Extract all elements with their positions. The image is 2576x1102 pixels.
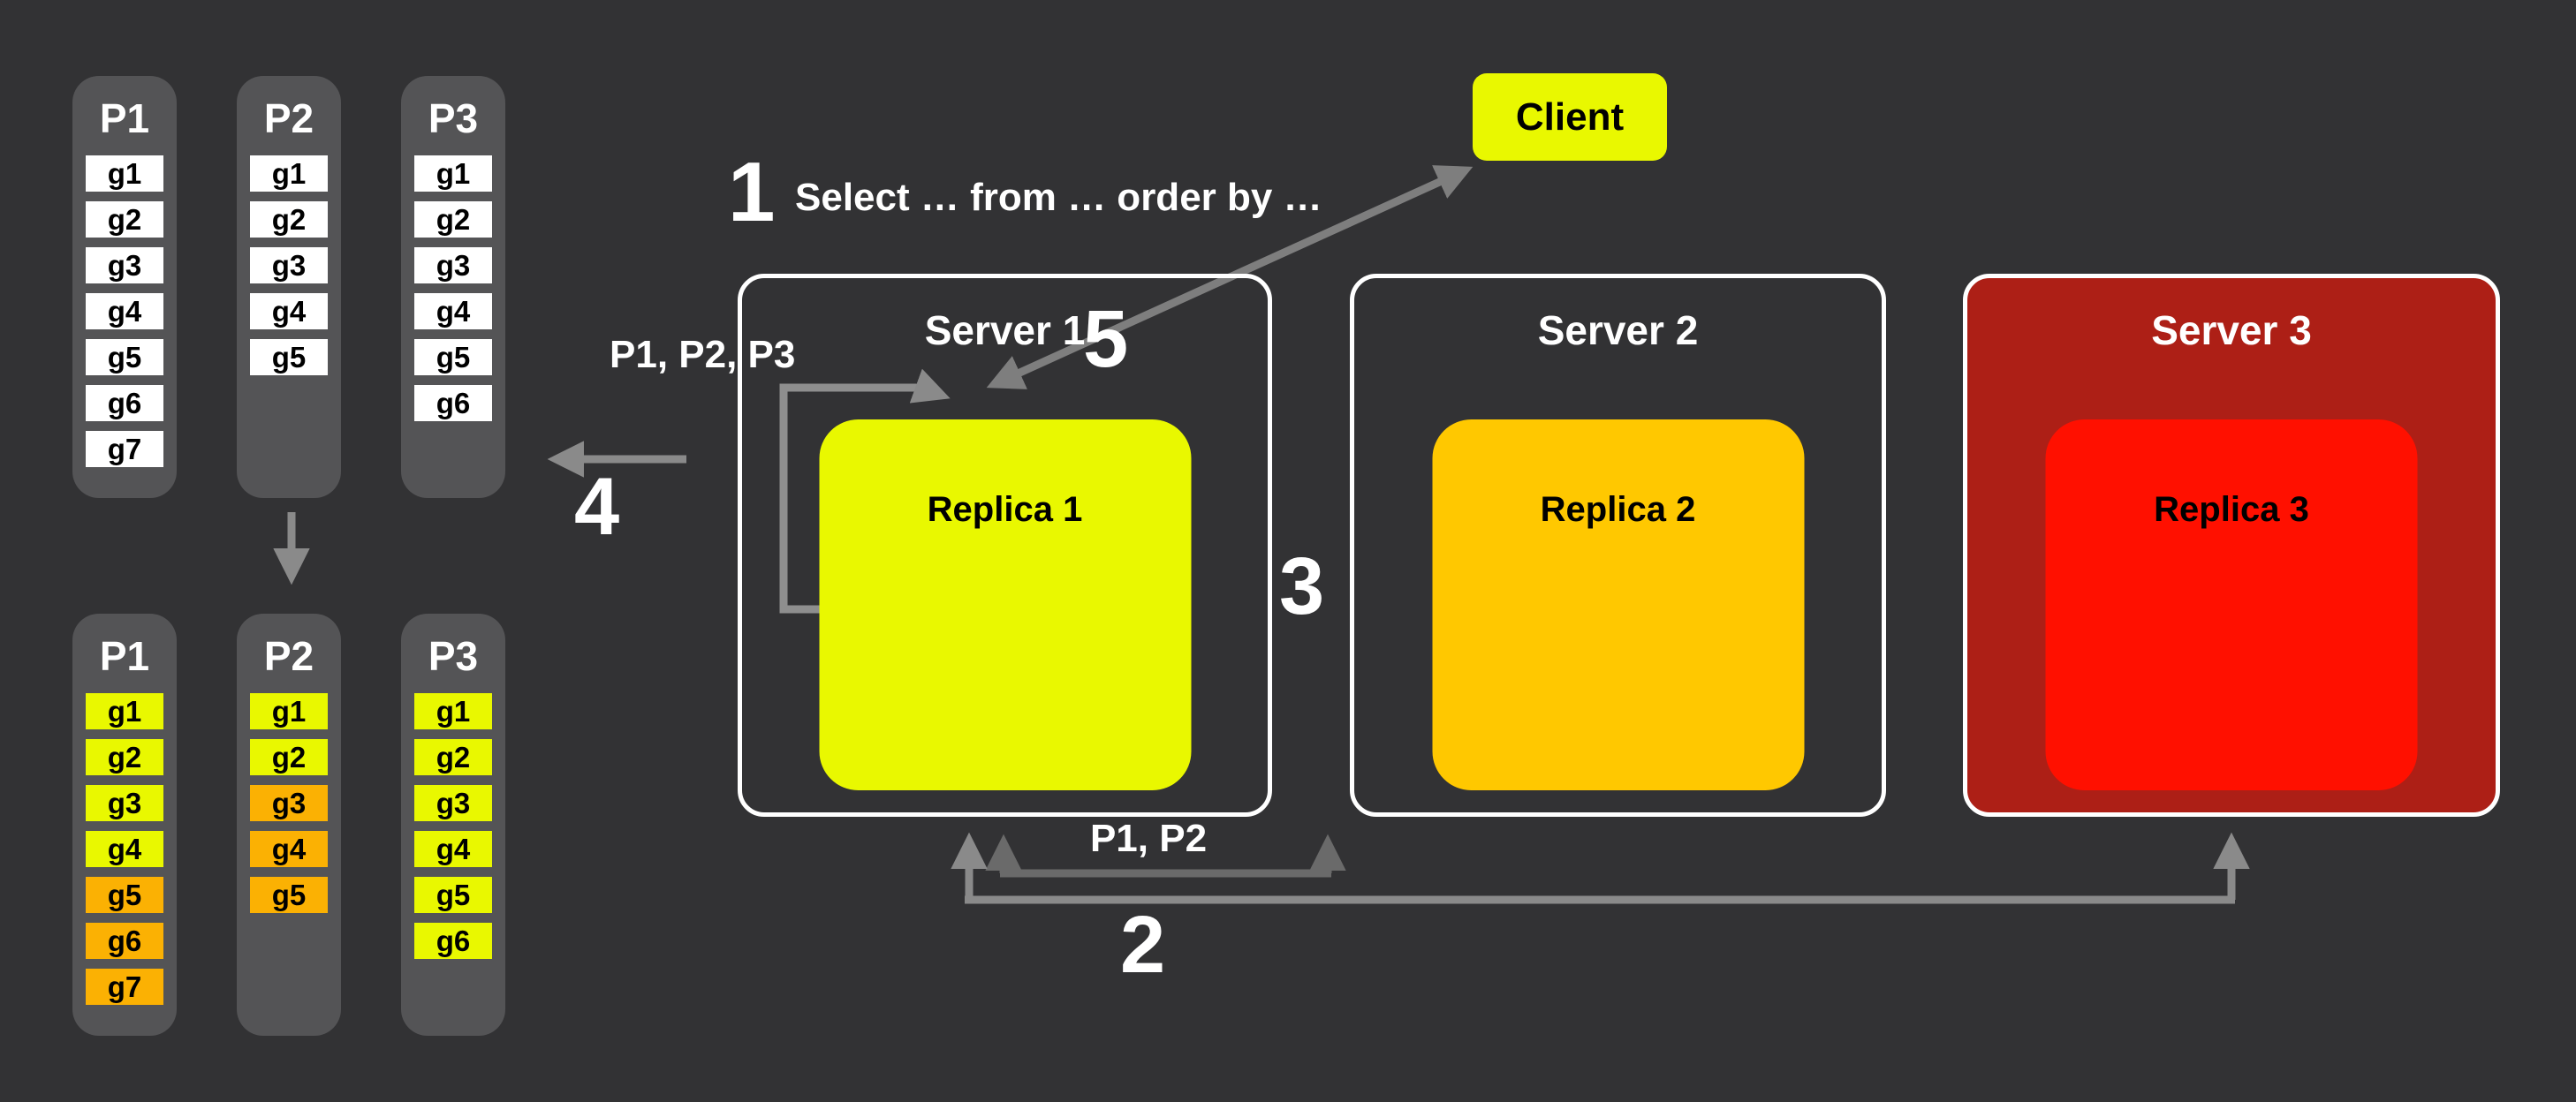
partition-cell: g6 xyxy=(86,923,163,959)
partition-cells: g1 g2 g3 g4 g5 g6 g7 xyxy=(86,155,163,467)
partition-cell: g1 xyxy=(250,155,328,192)
server-3-title: Server 3 xyxy=(2151,307,2312,353)
partition-after-p1: P1 g1 g2 g3 g4 g5 g6 g7 xyxy=(72,614,177,1036)
sync-partitions-label: P1, P2 xyxy=(1089,817,1208,860)
partition-cell: g1 xyxy=(250,693,328,729)
server-1-box: Server 1 Replica 1 xyxy=(738,274,1272,817)
partition-cell: g5 xyxy=(86,339,163,375)
partition-label: P1 xyxy=(99,95,150,141)
partition-cell: g5 xyxy=(414,339,492,375)
client-label: Client xyxy=(1515,95,1625,139)
partition-cells: g1 g2 g3 g4 g5 g6 xyxy=(414,693,492,959)
partition-cell: g2 xyxy=(414,201,492,238)
partition-label: P3 xyxy=(428,95,479,141)
partition-cell: g1 xyxy=(414,155,492,192)
route-partitions-label: P1, P2, P3 xyxy=(610,333,796,376)
partition-cell: g2 xyxy=(86,739,163,775)
partition-cell: g2 xyxy=(250,201,328,238)
partition-cell: g5 xyxy=(250,339,328,375)
partition-cell: g5 xyxy=(414,877,492,913)
step-3-number: 3 xyxy=(1279,541,1325,631)
partition-label: P1 xyxy=(99,633,150,679)
server-2-box: Server 2 Replica 2 xyxy=(1350,274,1886,817)
partition-cell: g3 xyxy=(250,247,328,283)
replica-2-box: Replica 2 xyxy=(1432,419,1804,790)
step-5-number: 5 xyxy=(1083,294,1129,384)
replica-2-label: Replica 2 xyxy=(1540,490,1696,529)
partition-cell: g4 xyxy=(414,831,492,867)
partition-cell: g3 xyxy=(86,247,163,283)
partition-cell: g1 xyxy=(86,693,163,729)
partition-cell: g4 xyxy=(250,293,328,329)
replica-3-box: Replica 3 xyxy=(2045,419,2418,790)
partition-before-p3: P3 g1 g2 g3 g4 g5 g6 xyxy=(401,76,505,498)
partition-cells: g1 g2 g3 g4 g5 g6 xyxy=(414,155,492,421)
partition-cells: g1 g2 g3 g4 g5 xyxy=(250,155,328,375)
partition-before-p1: P1 g1 g2 g3 g4 g5 g6 g7 xyxy=(72,76,177,498)
partition-cell: g2 xyxy=(250,739,328,775)
partition-cell: g5 xyxy=(250,877,328,913)
partition-cell: g1 xyxy=(414,693,492,729)
partition-cell: g4 xyxy=(250,831,328,867)
replica-1-box: Replica 1 xyxy=(819,419,1191,790)
partition-label: P2 xyxy=(263,95,314,141)
partition-cell: g6 xyxy=(414,385,492,421)
partition-cell: g2 xyxy=(86,201,163,238)
partition-after-p3: P3 g1 g2 g3 g4 g5 g6 xyxy=(401,614,505,1036)
partition-cell: g3 xyxy=(414,247,492,283)
partition-label: P2 xyxy=(263,633,314,679)
partition-cells: g1 g2 g3 g4 g5 xyxy=(250,693,328,913)
replica-1-label: Replica 1 xyxy=(927,490,1083,529)
server-3-box: Server 3 Replica 3 xyxy=(1963,274,2500,817)
partition-cell: g4 xyxy=(86,831,163,867)
partition-cell: g4 xyxy=(86,293,163,329)
partition-cells: g1 g2 g3 g4 g5 g6 g7 xyxy=(86,693,163,1005)
partition-label: P3 xyxy=(428,633,479,679)
partition-after-p2: P2 g1 g2 g3 g4 g5 xyxy=(237,614,341,1036)
server-1-title: Server 1 xyxy=(924,307,1086,353)
partition-cell: g7 xyxy=(86,431,163,467)
partition-cell: g5 xyxy=(86,877,163,913)
partition-cell: g3 xyxy=(250,785,328,821)
step-4-number: 4 xyxy=(574,462,620,552)
partition-cell: g6 xyxy=(86,385,163,421)
partition-cell: g6 xyxy=(414,923,492,959)
step-1-number: 1 xyxy=(728,145,776,239)
partition-cell: g4 xyxy=(414,293,492,329)
step-2-number: 2 xyxy=(1120,900,1166,990)
server-2-title: Server 2 xyxy=(1537,307,1699,353)
partition-cell: g7 xyxy=(86,969,163,1005)
partition-cell: g2 xyxy=(414,739,492,775)
query-text: Select … from … order by … xyxy=(795,176,1322,219)
partition-before-p2: P2 g1 g2 g3 g4 g5 xyxy=(237,76,341,498)
replica-3-label: Replica 3 xyxy=(2154,490,2309,529)
partition-cell: g3 xyxy=(86,785,163,821)
partition-cell: g3 xyxy=(414,785,492,821)
partition-cell: g1 xyxy=(86,155,163,192)
client-box: Client xyxy=(1473,73,1667,161)
